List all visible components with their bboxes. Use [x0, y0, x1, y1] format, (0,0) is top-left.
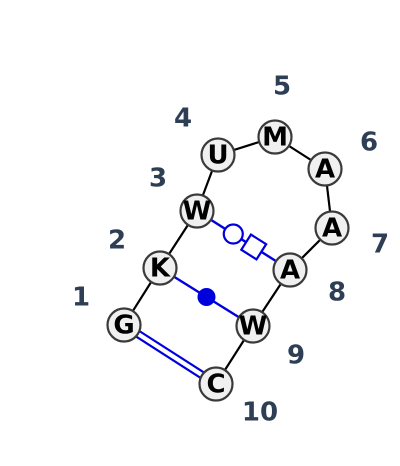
- residue-letter: G: [113, 311, 134, 341]
- pair-layer: [121, 209, 291, 388]
- residue-letter: A: [280, 256, 300, 286]
- residue-node-9: W: [235, 308, 271, 344]
- residue-letter: M: [262, 123, 288, 153]
- position-label-8: 8: [328, 278, 346, 308]
- residue-node-7: A: [314, 210, 350, 246]
- residue-node-4: U: [200, 137, 236, 173]
- residue-letter: C: [206, 370, 225, 400]
- position-label-4: 4: [174, 104, 192, 134]
- residue-node-5: M: [257, 119, 293, 155]
- base-pair-2-9: [159, 266, 254, 328]
- residue-letter: A: [315, 155, 335, 185]
- position-label-7: 7: [371, 230, 389, 260]
- position-label-3: 3: [149, 164, 167, 194]
- residue-node-8: A: [272, 252, 308, 288]
- residue-letter: U: [207, 141, 228, 171]
- pair-symbol-circle: [197, 288, 216, 306]
- residue-letter: W: [239, 312, 268, 342]
- position-label-6: 6: [360, 128, 378, 158]
- pair-symbol-open-circle: [222, 223, 244, 245]
- residue-letter: K: [150, 254, 171, 284]
- base-pair-1-10: [121, 321, 219, 388]
- residue-node-3: W: [179, 193, 215, 229]
- base-pair-3-8: [196, 209, 291, 272]
- residue-letter: W: [183, 197, 212, 227]
- position-label-5: 5: [273, 72, 291, 102]
- residue-letter: A: [322, 214, 342, 244]
- position-label-1: 1: [72, 283, 90, 313]
- residue-node-2: K: [142, 250, 178, 286]
- position-label-2: 2: [108, 226, 126, 256]
- position-label-9: 9: [287, 341, 305, 371]
- pair-symbol-square: [239, 233, 268, 261]
- residue-node-1: G: [106, 307, 142, 343]
- residue-node-6: A: [307, 151, 343, 187]
- residue-node-10: C: [198, 366, 234, 402]
- position-label-10: 10: [242, 398, 278, 428]
